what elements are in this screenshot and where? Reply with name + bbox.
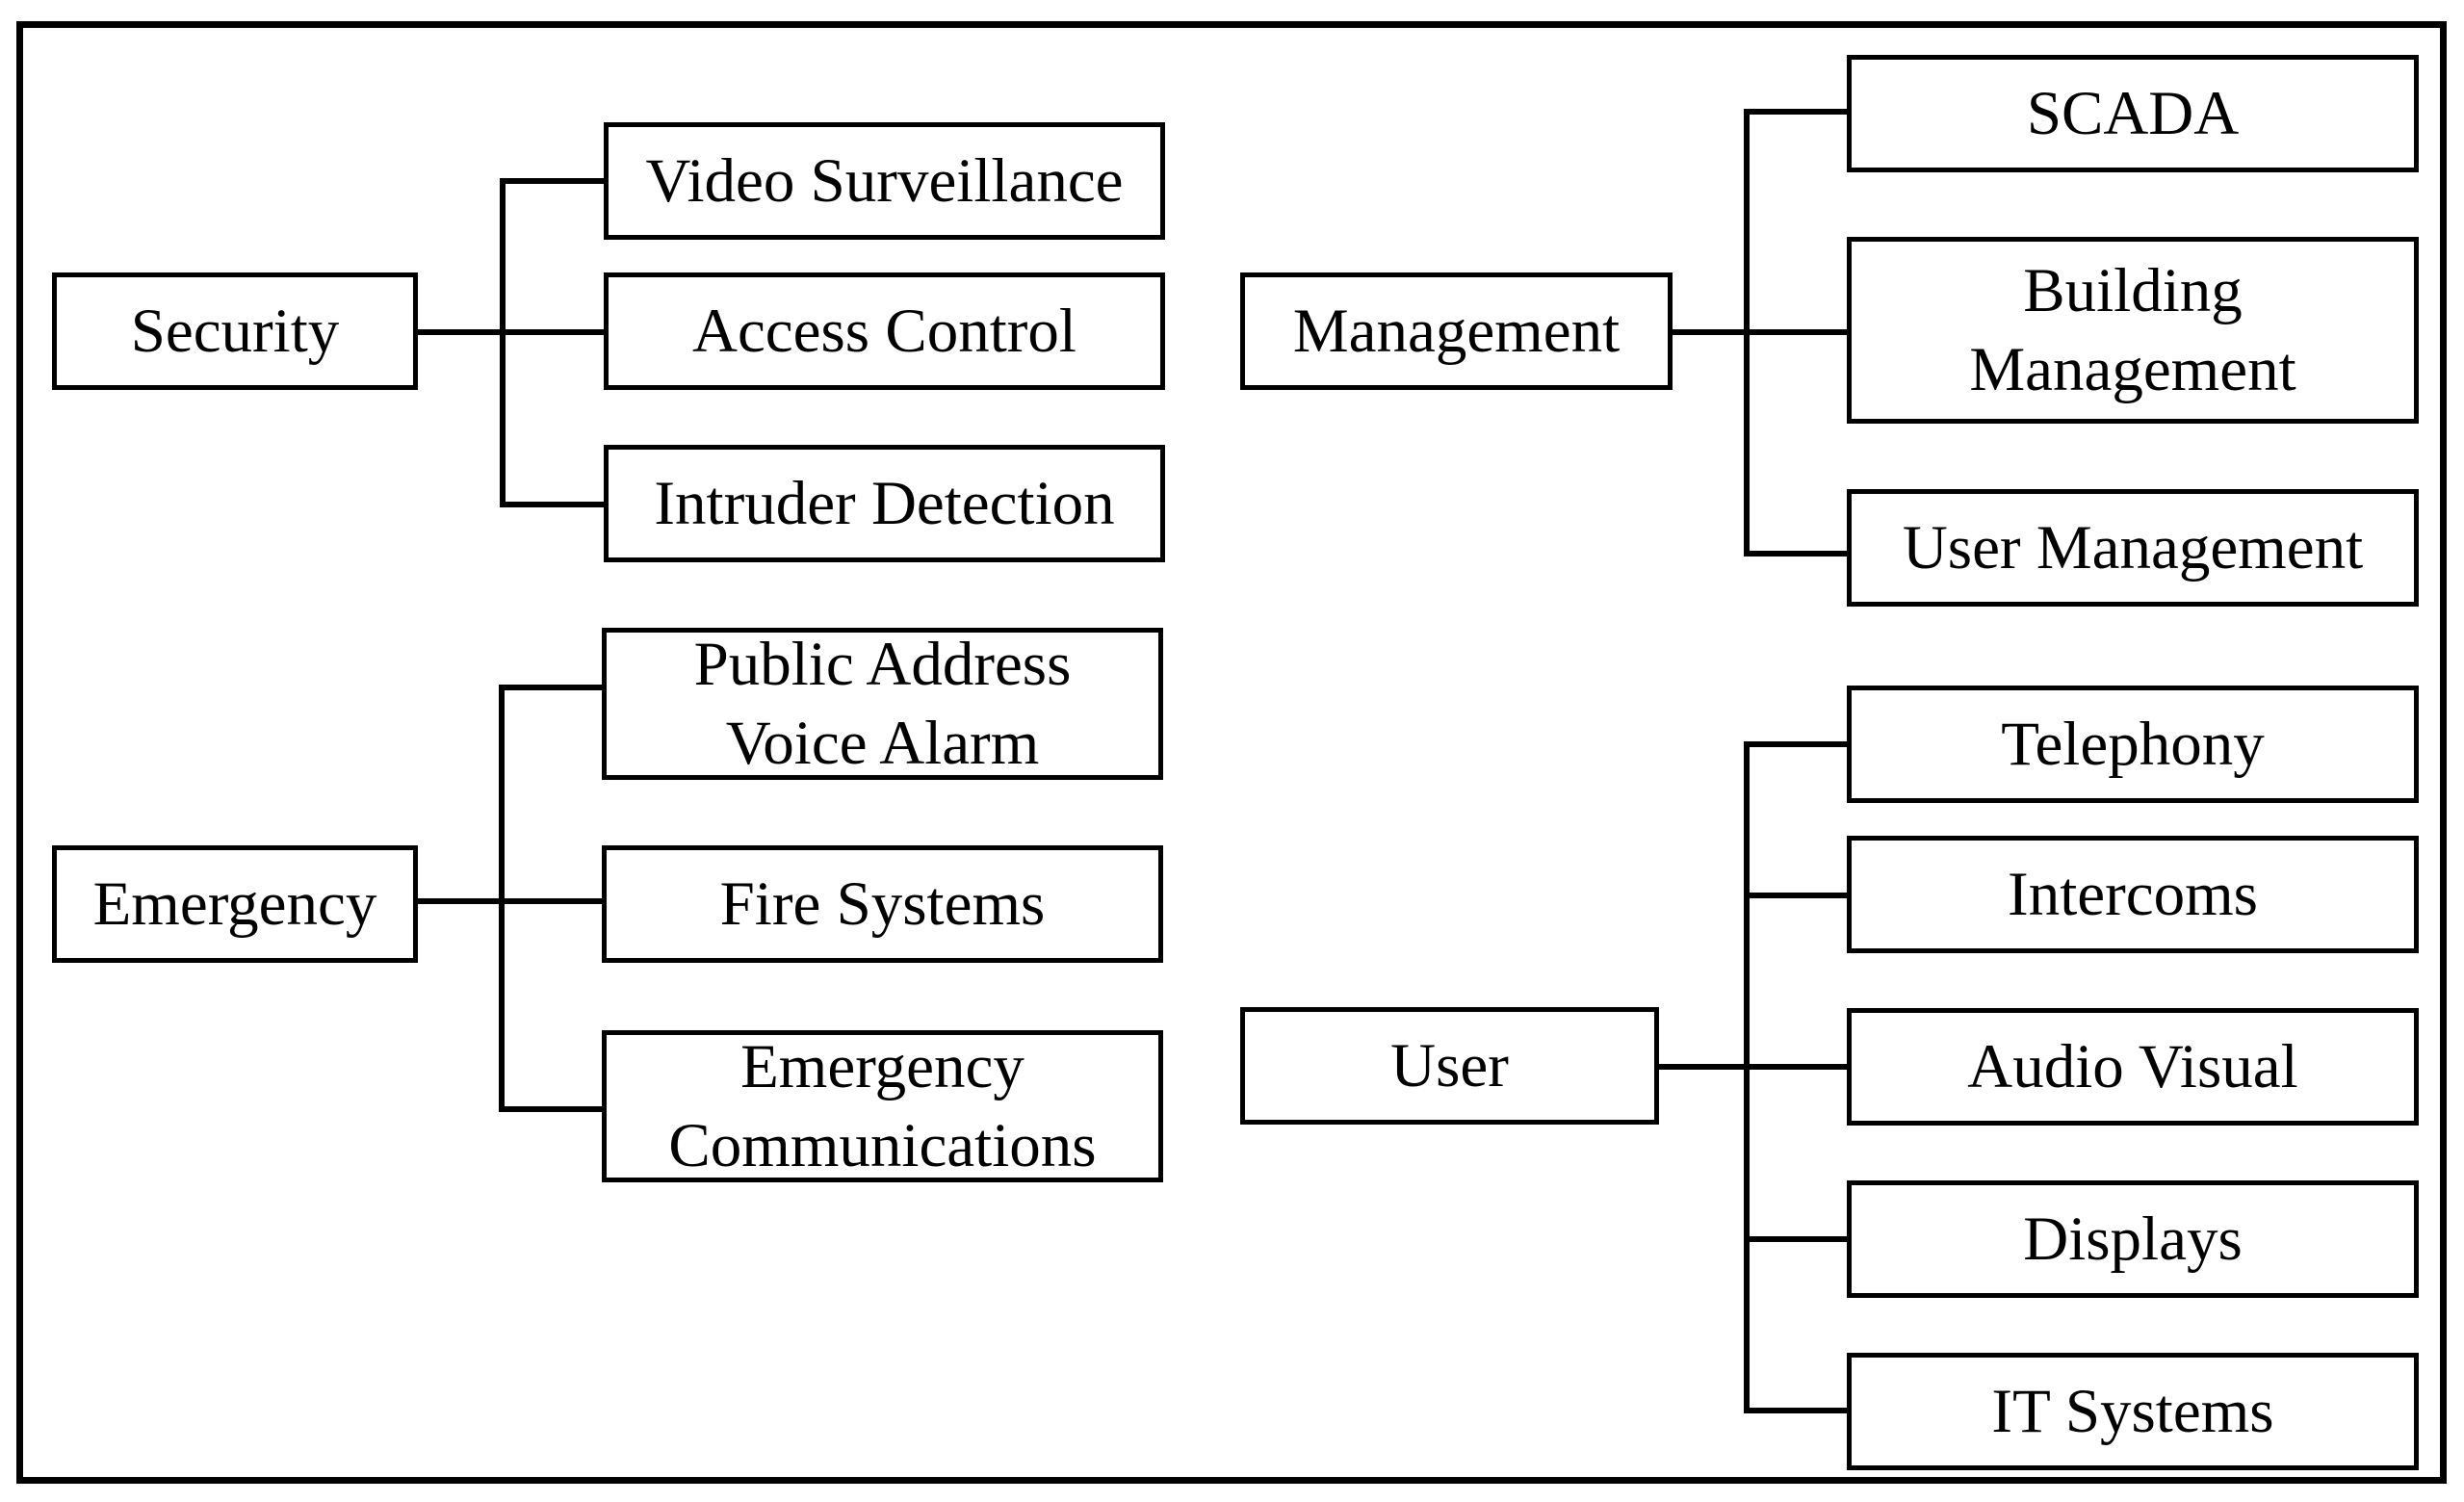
- access-control-box: Access Control: [604, 272, 1165, 390]
- user-label: User: [1390, 1031, 1509, 1101]
- user-management-box: User Management: [1847, 489, 2419, 607]
- fire-systems-box: Fire Systems: [602, 845, 1163, 963]
- fire-systems-label: Fire Systems: [719, 869, 1046, 939]
- access-control-label: Access Control: [692, 297, 1076, 366]
- intruder-detection-label: Intruder Detection: [654, 469, 1115, 538]
- displays-box: Displays: [1847, 1180, 2419, 1298]
- diagram-frame: [16, 21, 2447, 1484]
- building-management-box: Building Management: [1847, 237, 2419, 424]
- management-label: Management: [1292, 297, 1621, 366]
- audio-visual-label: Audio Visual: [1967, 1032, 2298, 1101]
- emergency-box: Emergency: [52, 845, 418, 963]
- building-management-line-1: Building: [2023, 256, 2243, 325]
- emergency-communications-line-1: Emergency: [740, 1032, 1025, 1101]
- telephony-box: Telephony: [1847, 686, 2419, 803]
- public-address-voice-alarm-line-1: Public Address: [693, 630, 1072, 699]
- displays-label: Displays: [2023, 1204, 2243, 1274]
- intercoms-label: Intercoms: [2008, 860, 2258, 929]
- it-systems-box: IT Systems: [1847, 1353, 2419, 1470]
- security-box: Security: [52, 272, 418, 390]
- audio-visual-box: Audio Visual: [1847, 1008, 2419, 1126]
- video-surveillance-box: Video Surveillance: [604, 122, 1165, 240]
- emergency-label: Emergency: [92, 869, 377, 939]
- user-management-label: User Management: [1902, 513, 2364, 583]
- public-address-voice-alarm-line-2: Voice Alarm: [725, 709, 1040, 778]
- management-box: Management: [1240, 272, 1673, 390]
- intruder-detection-box: Intruder Detection: [604, 445, 1165, 562]
- intercoms-box: Intercoms: [1847, 836, 2419, 953]
- it-systems-label: IT Systems: [1991, 1377, 2274, 1446]
- telephony-label: Telephony: [2001, 710, 2265, 779]
- emergency-communications-box: Emergency Communications: [602, 1030, 1163, 1182]
- emergency-communications-line-2: Communications: [668, 1111, 1097, 1180]
- building-management-line-2: Management: [1969, 335, 2296, 404]
- security-label: Security: [130, 297, 340, 366]
- public-address-voice-alarm-box: Public Address Voice Alarm: [602, 628, 1163, 780]
- user-box: User: [1240, 1007, 1659, 1125]
- scada-label: SCADA: [2026, 79, 2240, 148]
- scada-box: SCADA: [1847, 55, 2419, 172]
- video-surveillance-label: Video Surveillance: [645, 146, 1124, 216]
